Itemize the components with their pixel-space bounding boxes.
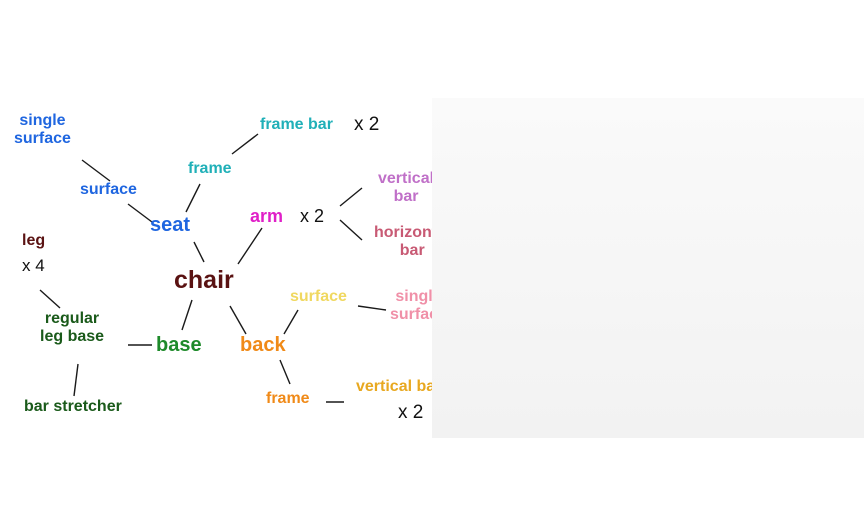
edge-leg-regular [39,289,61,309]
edge-frame-seat [185,183,201,213]
hierarchy-edges [39,133,387,403]
node-vertical-bar-arm-line2: bar [393,188,419,206]
node-vertical-bar-back-mult: x 2 [398,402,424,423]
edge-seat-chair [193,241,205,263]
edge-arm-chair [237,227,263,265]
node-seat-surface: surface [80,181,137,198]
node-leg-mult: x 4 [22,256,45,275]
node-regular-leg-base-line1: regular [44,310,100,327]
edge-back-frame [279,359,291,385]
node-arm: arm [250,206,284,226]
node-vertical-bar-arm: vertical bar [378,170,434,207]
node-single-surface-seat: single surface [14,112,71,149]
node-chair: chair [174,266,234,294]
node-back-frame: frame [266,390,310,407]
chair-renders-panel [432,98,864,438]
edge-single-surface-surface [81,159,111,182]
node-back: back [240,334,286,356]
node-vertical-bar-back: vertical bar [356,378,442,395]
node-single-surface-back-line1: single [395,288,442,305]
edge-back-chair [229,305,247,335]
node-base: base [156,334,202,356]
edge-framebar-frame [231,133,259,155]
node-horizontal-bar-arm-line2: bar [399,242,425,260]
node-seat-frame: frame [188,160,232,177]
node-back-surface: surface [290,288,347,305]
edge-regular-stretcher [73,363,79,397]
edge-surface-single [357,305,387,311]
node-regular-leg-base: regular leg base [40,310,104,347]
edge-arm-horizontal [339,219,363,241]
node-frame-bar-mult: x 2 [354,114,380,135]
node-vertical-bar-arm-line1: vertical [378,170,435,187]
node-regular-leg-base-line2: leg base [40,328,105,346]
node-single-surface-seat-line1: single [19,112,66,129]
node-arm-mult: x 2 [300,206,325,226]
node-seat: seat [150,214,191,236]
edge-surface-seat [127,203,153,223]
edge-back-surface [283,309,299,335]
node-bar-stretcher: bar stretcher [24,398,122,415]
node-frame-bar: frame bar [260,116,333,133]
node-single-surface-seat-line2: surface [14,130,71,148]
edge-arm-vertical [339,187,363,207]
edge-base-chair [181,299,193,331]
node-horizontal-bar-arm: horizontal bar [374,224,450,261]
node-horizontal-bar-arm-line1: horizontal [374,224,451,241]
node-leg: leg [22,232,46,249]
